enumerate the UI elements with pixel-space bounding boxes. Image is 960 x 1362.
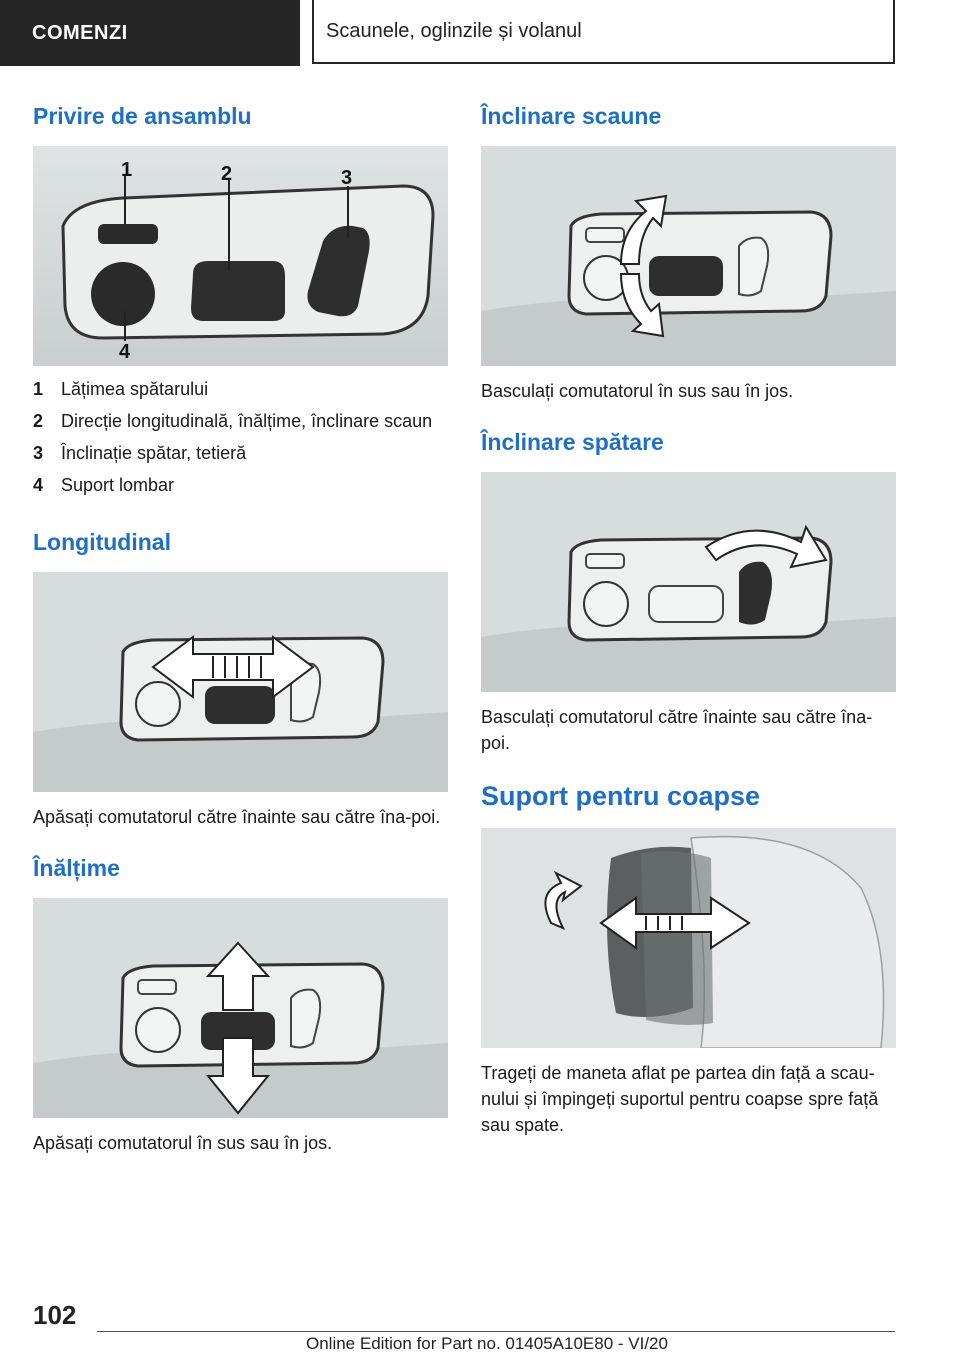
edition-text: Online Edition for Part no. 01405A10E80 … [306,1334,668,1353]
callout-1: 1 [121,159,132,181]
height-figure [33,898,448,1118]
thigh-support-illustration [481,828,896,1048]
overview-heading: Privire de ansamblu [33,103,252,129]
height-illustration [33,898,448,1118]
longitudinal-illustration [33,572,448,792]
section-tab: COMENZI [0,0,300,66]
backrest-tilt-heading: Înclinare spătare [481,429,664,455]
height-text: Apăsați comutatorul în sus sau în jos. [33,1133,333,1153]
thigh-support-figure [481,828,896,1048]
height-heading: Înălțime [33,855,120,881]
longitudinal-text: Apăsați comutatorul către înainte sau că… [33,807,441,827]
chapter-header: Scaunele, oglinzile și volanul [312,0,895,64]
thigh-support-heading: Suport pentru coapse [481,781,761,811]
page-number: 102 [33,1300,77,1330]
callout-4: 4 [119,341,131,363]
backrest-tilt-illustration [481,472,896,692]
seat-tilt-heading: Înclinare scaune [481,103,662,129]
seat-controls-overview-illustration: 1 2 3 4 [33,146,448,366]
overview-figure: 1 2 3 4 [33,146,448,366]
section-title: COMENZI [32,21,128,44]
seat-tilt-text: Basculați comutatorul în sus sau în jos. [481,381,794,401]
chapter-title: Scaunele, oglinzile și volanul [326,19,582,42]
longitudinal-heading: Longitudinal [33,529,171,555]
right-column: Înclinare scaune Basculați comutatorul î… [481,100,896,1138]
seat-tilt-figure [481,146,896,366]
thigh-support-text: Trageți de maneta aflat pe partea din fa… [481,1063,879,1135]
seat-tilt-illustration [481,146,896,366]
backrest-tilt-text: Basculați comutatorul către înainte sau … [481,707,873,753]
footer-divider [97,1331,895,1332]
callout-2: 2 [221,163,232,185]
backrest-tilt-figure [481,472,896,692]
callout-3: 3 [341,167,352,189]
longitudinal-figure [33,572,448,792]
